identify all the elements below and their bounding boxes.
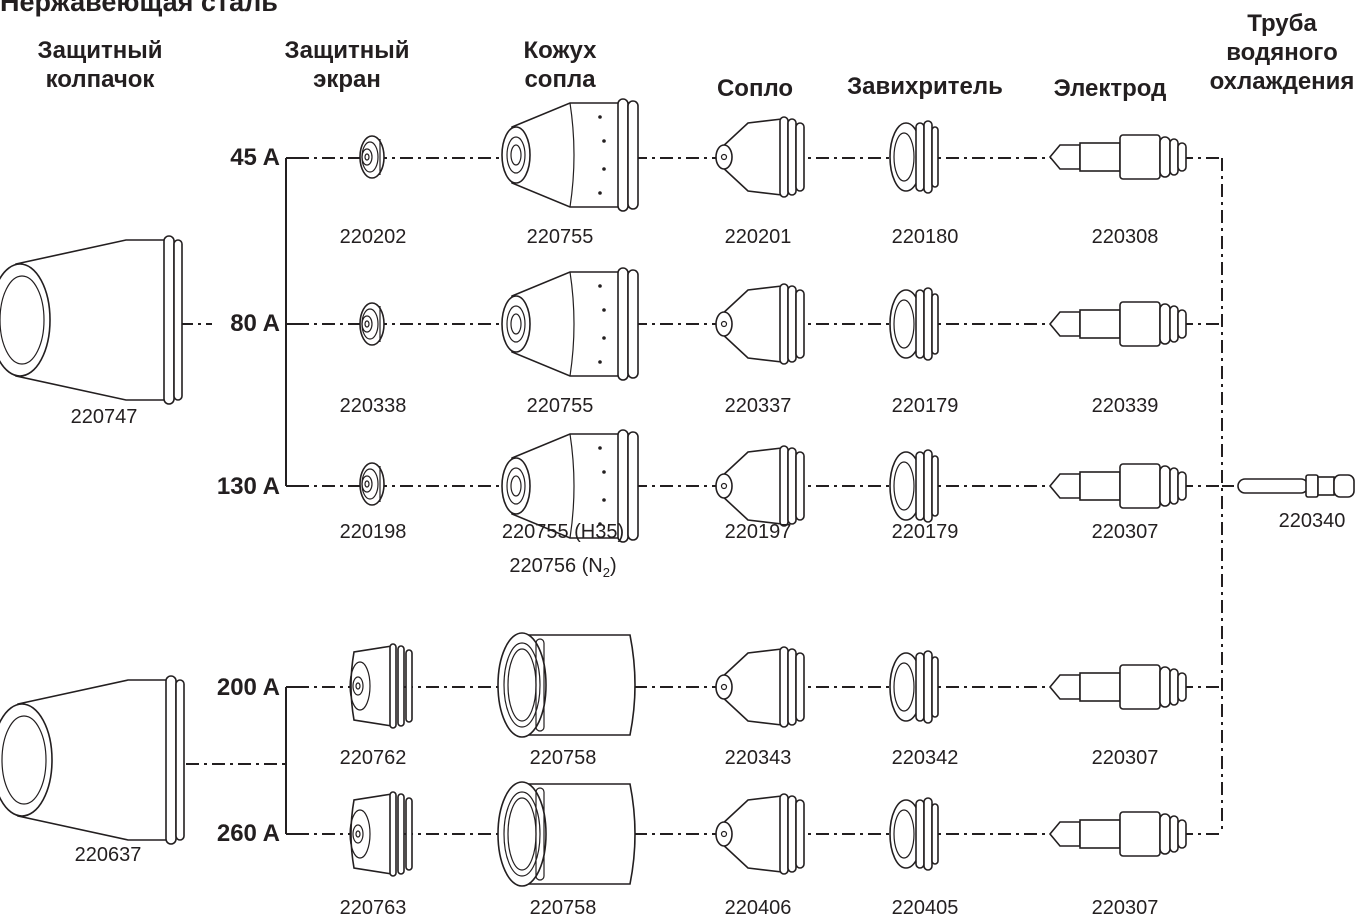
part-number: 220405 [892, 896, 959, 920]
part-number-text: 220756 (N [509, 555, 602, 577]
part-number-n2: 220756 (N2) [509, 554, 616, 585]
part-number: 220758 [530, 746, 597, 770]
ncap-220755-part [502, 99, 638, 211]
part-number: 220337 [725, 394, 792, 418]
current-label-260: 260 A [217, 820, 280, 848]
swirl-220179-part [890, 288, 938, 360]
swirl-220405-part [890, 798, 938, 870]
electrode-220339-part [1050, 302, 1186, 346]
part-number: 220762 [340, 746, 407, 770]
part-number: 220179 [892, 394, 959, 418]
water-tube-line [1222, 158, 1234, 834]
nozzle-220337-part [716, 284, 804, 364]
part-number: 220179 [892, 520, 959, 544]
part-number: 220198 [340, 520, 407, 544]
current-label-200: 200 A [217, 674, 280, 702]
electrode-220307-part [1050, 665, 1186, 709]
swirl-220180-part [890, 121, 938, 193]
part-number: 220343 [725, 746, 792, 770]
subscript: 2 [603, 565, 610, 580]
cap-220747-part [0, 236, 182, 404]
shield-220198-part [360, 463, 384, 505]
ncap-220755-part [502, 268, 638, 380]
part-number: 220202 [340, 225, 407, 249]
part-number: 220308 [1092, 225, 1159, 249]
ncap-220758-part [498, 782, 635, 886]
part-number: 220747 [71, 405, 138, 429]
part-number: 220307 [1092, 746, 1159, 770]
current-label-45: 45 A [230, 144, 280, 172]
part-number: 220342 [892, 746, 959, 770]
part-number-text: ) [610, 555, 617, 577]
current-label-130: 130 A [217, 473, 280, 501]
part-number: 220637 [75, 843, 142, 867]
electrode-220307-part [1050, 464, 1186, 508]
swirl-220179-part [890, 450, 938, 522]
part-number: 220340 [1279, 509, 1346, 533]
swirl-220342-part [890, 651, 938, 723]
shield-220338-part [360, 303, 384, 345]
part-number: 220755 [527, 394, 594, 418]
bracket-top [286, 158, 296, 486]
part-number: 220755 [527, 225, 594, 249]
part-number: 220307 [1092, 896, 1159, 920]
part-number: 220755 (H35) [502, 520, 624, 544]
current-label-80: 80 A [230, 310, 280, 338]
nozzle-220197-part [716, 446, 804, 526]
nozzle-220406-part [716, 794, 804, 874]
part-number: 220406 [725, 896, 792, 920]
shield-220762-part [350, 644, 412, 728]
electrode-220307-part [1050, 812, 1186, 856]
shield-220763-part [350, 792, 412, 876]
cap-220637-part [0, 676, 184, 844]
part-number: 220338 [340, 394, 407, 418]
nozzle-220343-part [716, 647, 804, 727]
part-number: 220307 [1092, 520, 1159, 544]
electrode-220308-part [1050, 135, 1186, 179]
shield-220202-part [360, 136, 384, 178]
part-number: 220758 [530, 896, 597, 920]
ncap-220758-part [498, 633, 635, 737]
part-number: 220180 [892, 225, 959, 249]
nozzle-220201-part [716, 117, 804, 197]
part-number: 220197 [725, 520, 792, 544]
part-number: 220339 [1092, 394, 1159, 418]
part-number: 220201 [725, 225, 792, 249]
water-tube-part [1238, 475, 1354, 497]
bracket-bottom [286, 687, 296, 834]
part-number: 220763 [340, 896, 407, 920]
